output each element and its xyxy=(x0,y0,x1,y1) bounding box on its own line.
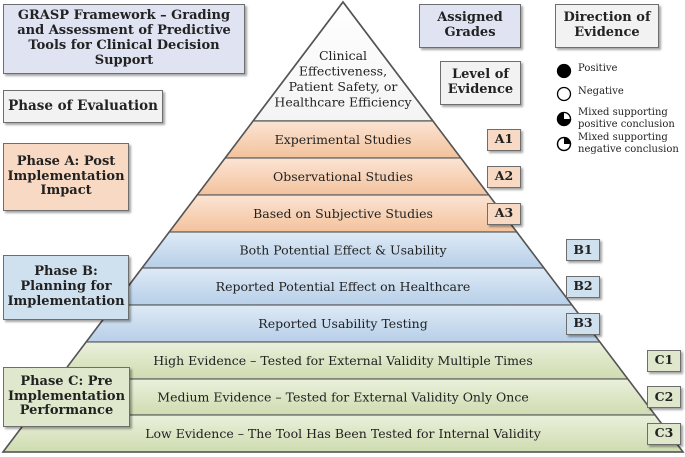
tier-label: Both Potential Effect & Usability xyxy=(239,243,447,258)
grade-badge-b2: B2 xyxy=(566,275,600,298)
tier-label: Reported Usability Testing xyxy=(258,316,427,331)
phase-c-label: Phase C: Pre Implementation Performance xyxy=(3,367,130,427)
tier-label: Medium Evidence – Tested for External Va… xyxy=(157,390,528,405)
assigned-grades-header: Assigned Grades xyxy=(419,4,521,48)
empty-circle-icon xyxy=(556,86,572,102)
legend-negative: Negative xyxy=(556,86,624,102)
phase-b-label: Phase B: Planning for Implementation xyxy=(3,255,129,320)
tier-label: High Evidence – Tested for External Vali… xyxy=(153,353,533,368)
phase-of-evaluation-label: Phase of Evaluation xyxy=(3,90,163,123)
apex-text-line: Effectiveness, xyxy=(299,64,387,79)
legend-label: Mixed supporting negative conclusion xyxy=(578,132,679,155)
filled-circle-icon xyxy=(556,63,572,79)
grade-badge-a1: A1 xyxy=(487,128,521,151)
grade-badge-c2: C2 xyxy=(647,386,681,408)
tier-label: Observational Studies xyxy=(273,169,413,184)
tier-label: Reported Potential Effect on Healthcare xyxy=(216,279,471,294)
three-quarter-circle-icon xyxy=(556,111,572,127)
legend-label: Mixed supporting positive conclusion xyxy=(578,107,675,130)
tier-label: Based on Subjective Studies xyxy=(253,206,433,221)
grade-badge-c3: C3 xyxy=(647,422,681,445)
apex-text-line: Healthcare Efficiency xyxy=(274,95,412,110)
grade-badge-b3: B3 xyxy=(566,312,600,335)
framework-title: GRASP Framework – Grading and Assessment… xyxy=(3,4,245,74)
apex-text-line: Clinical xyxy=(319,48,367,63)
tier-label: Low Evidence – The Tool Has Been Tested … xyxy=(145,426,542,441)
legend-label: Positive xyxy=(578,63,618,74)
direction-of-evidence-header: Direction of Evidence xyxy=(555,4,659,48)
grade-badge-a2: A2 xyxy=(487,165,521,188)
legend-mixed-positive: Mixed supporting positive conclusion xyxy=(556,107,682,130)
legend-mixed-negative: Mixed supporting negative conclusion xyxy=(556,132,682,155)
apex-text-line: Patient Safety, or xyxy=(289,79,398,94)
quarter-circle-icon xyxy=(556,136,572,152)
tier-label: Experimental Studies xyxy=(275,132,412,147)
level-of-evidence-header: Level of Evidence xyxy=(440,61,521,105)
grade-badge-b1: B1 xyxy=(566,239,600,261)
legend-positive: Positive xyxy=(556,63,617,79)
legend-label: Negative xyxy=(578,86,624,97)
phase-a-label: Phase A: Post Implementation Impact xyxy=(3,143,129,211)
grade-badge-a3: A3 xyxy=(487,202,521,225)
grade-badge-c1: C1 xyxy=(647,349,681,372)
